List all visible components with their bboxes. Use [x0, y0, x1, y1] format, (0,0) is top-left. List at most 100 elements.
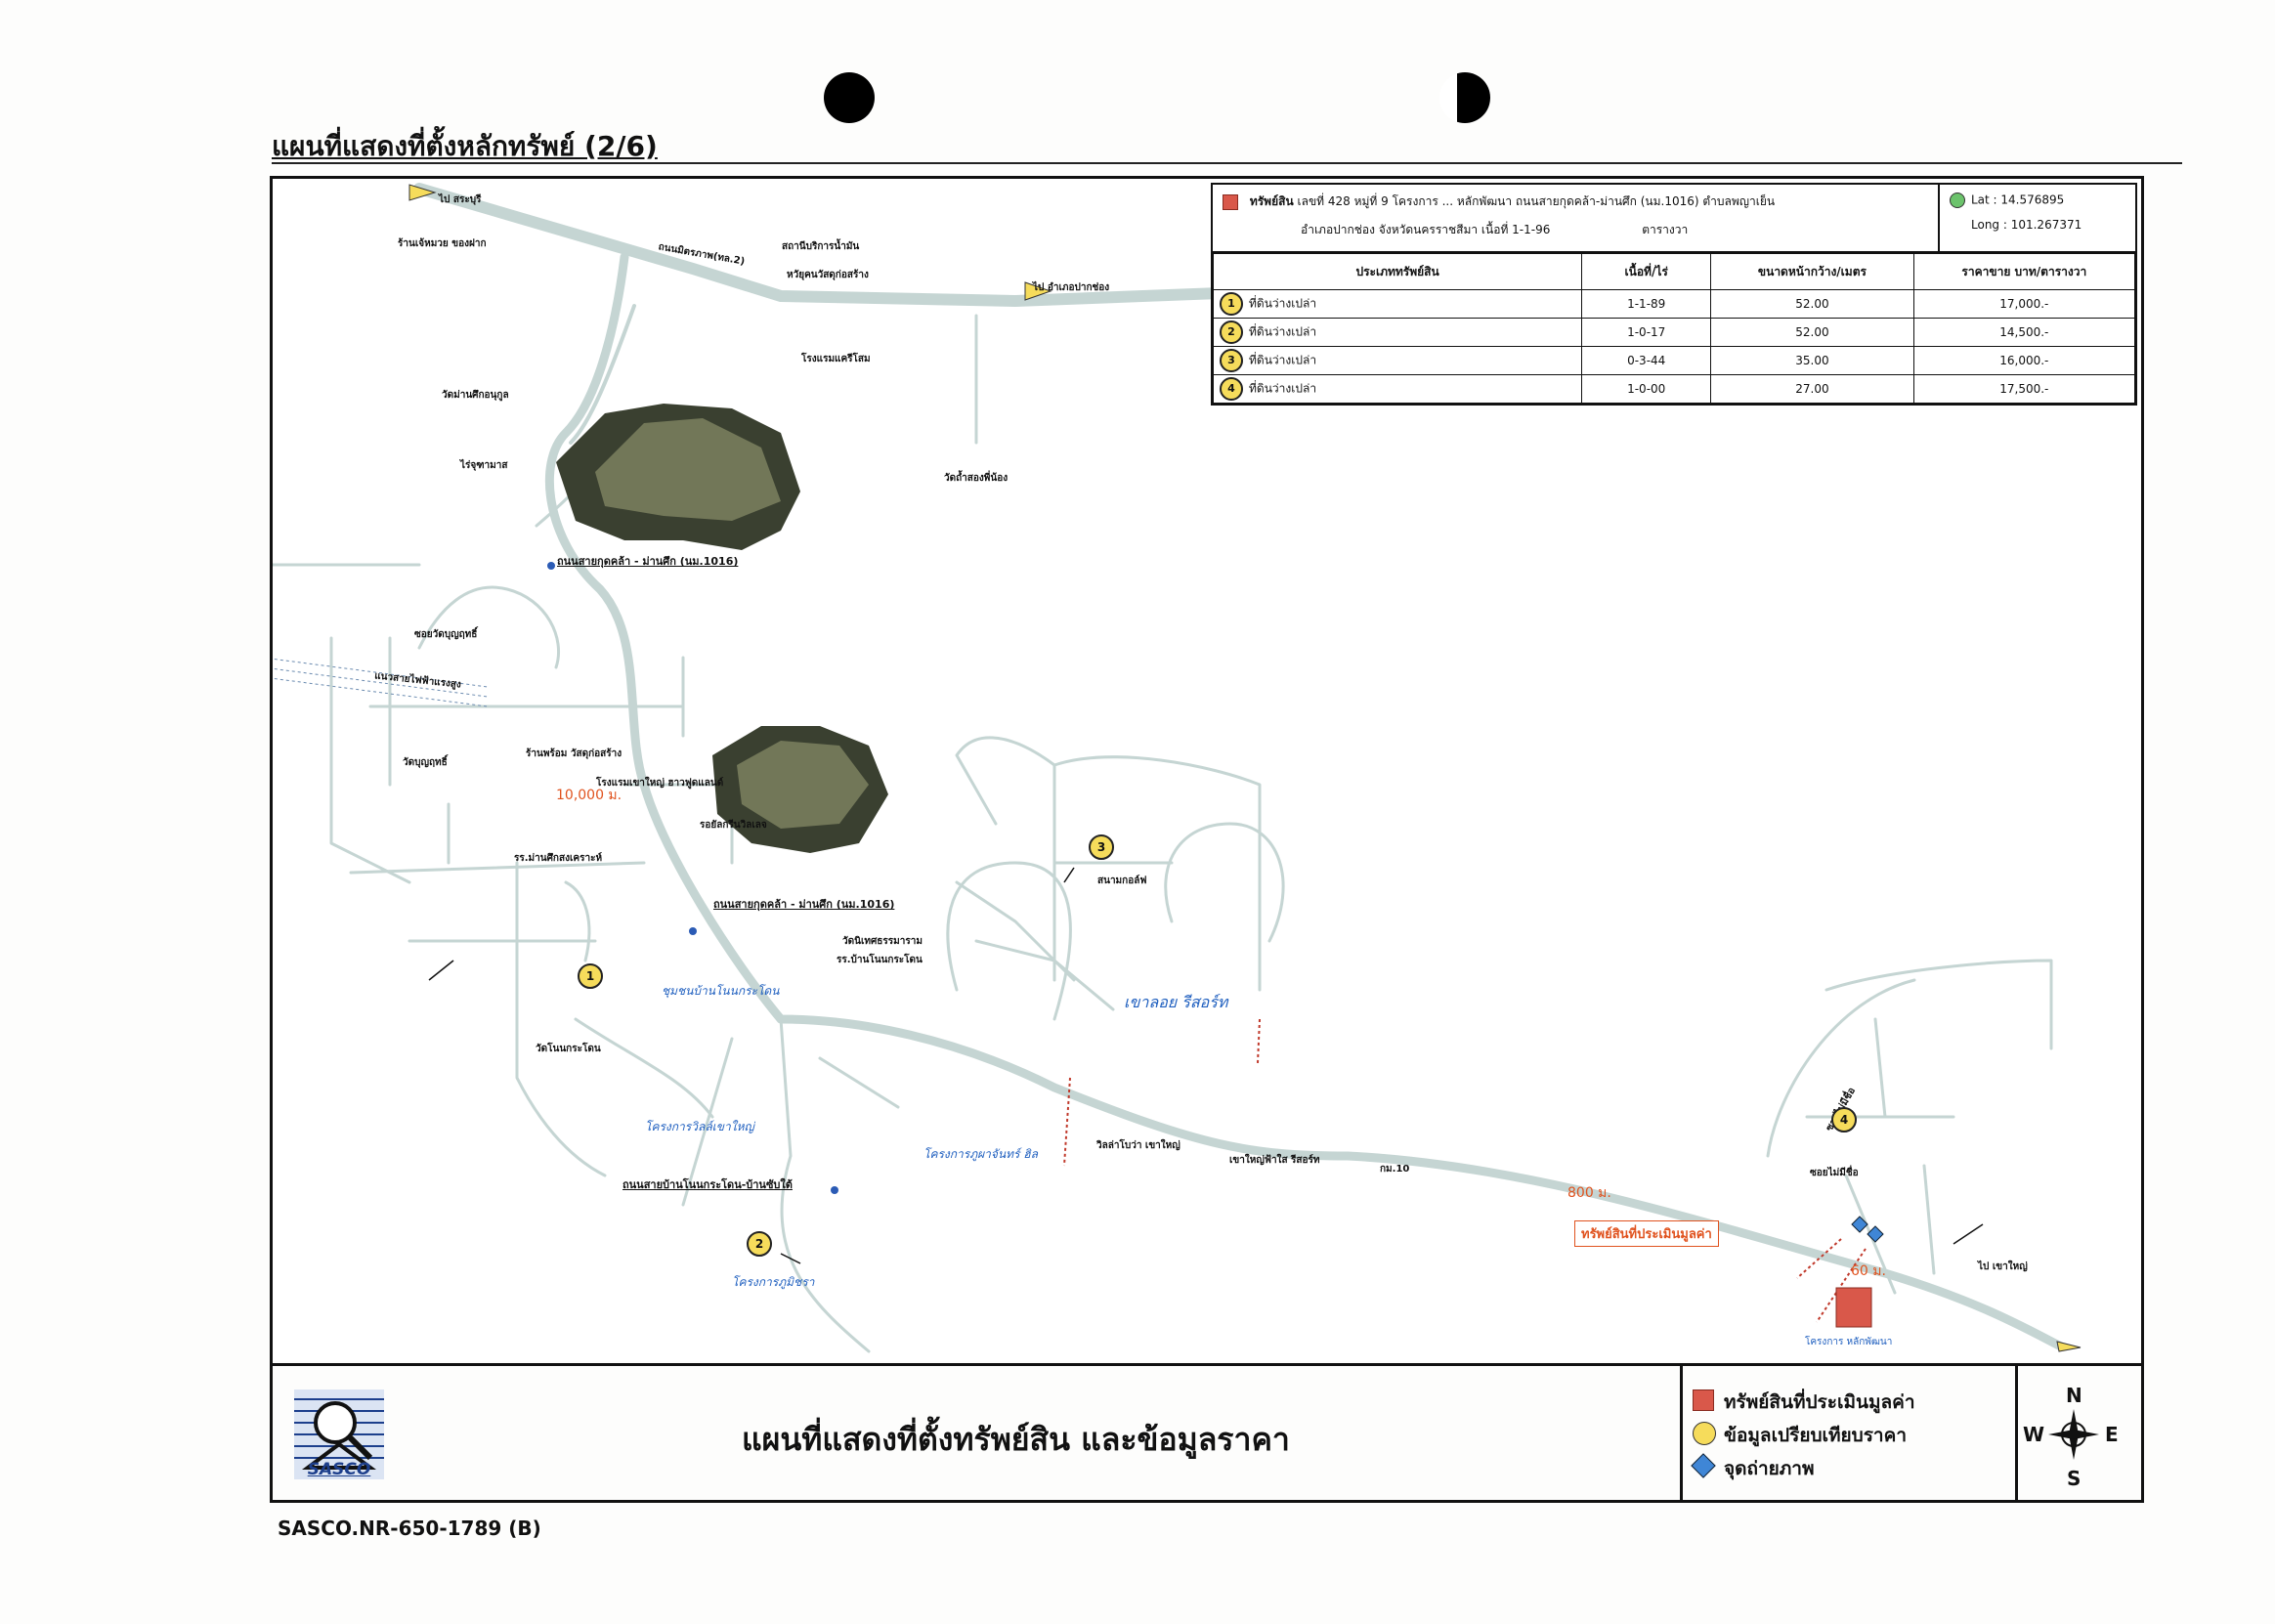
title-rule	[272, 162, 2182, 164]
asset-line2: อำเภอปากช่อง จังหวัดนครราชสีมา เนื้อที่ …	[1301, 223, 1551, 236]
map-label: ชุมชนบ้านโนนกระโดน	[662, 984, 780, 998]
map-label: ร้านพร้อม วัสดุก่อสร้าง	[526, 748, 622, 759]
row-width: 52.00	[1710, 289, 1914, 319]
comparable-marker[interactable]: 3	[1089, 834, 1114, 860]
sasco-logo-icon	[294, 1389, 384, 1479]
punch-hole	[1439, 72, 1490, 123]
table-row: 1 ที่ดินว่างเปล่า 1-1-89 52.00 17,000.-	[1212, 289, 2136, 319]
comparable-marker[interactable]: 4	[1831, 1107, 1857, 1133]
table-header: ราคาขาย บาท/ตารางวา	[1912, 253, 2136, 290]
table-row: 3 ที่ดินว่างเปล่า 0-3-44 35.00 16,000.-	[1212, 346, 2136, 375]
row-number: 4	[1220, 377, 1243, 401]
row-price: 16,000.-	[1912, 346, 2136, 375]
map-label: ไป เขาใหญ่	[1978, 1261, 2028, 1272]
row-area: 1-0-17	[1581, 318, 1712, 347]
row-type: ที่ดินว่างเปล่า	[1249, 353, 1317, 367]
main-road-1016	[545, 252, 2066, 1351]
legend-item: จุดถ่ายภาพ	[1691, 1453, 1815, 1483]
map-frame	[270, 176, 2144, 1503]
map-label: เขาลอย รีสอร์ท	[1124, 993, 1228, 1011]
row-area: 0-3-44	[1581, 346, 1712, 375]
distance-label: 10,000 ม.	[556, 788, 622, 803]
row-area: 1-1-89	[1581, 289, 1712, 319]
row-type: ที่ดินว่างเปล่า	[1249, 296, 1317, 311]
asset-label: ทรัพย์สิน	[1249, 194, 1294, 208]
comparable-price-table: ประเภททรัพย์สิน เนื้อที่/ไร่ ขนาดหน้ากว้…	[1212, 253, 2136, 404]
diamond-icon	[1691, 1453, 1716, 1478]
longitude: Long : 101.267371	[1971, 218, 2082, 232]
row-width: 35.00	[1710, 346, 1914, 375]
page-title: แผนที่แสดงที่ตั้งหลักทรัพย์ (2/6)	[272, 130, 658, 162]
row-type: ที่ดินว่างเปล่า	[1249, 381, 1317, 396]
table-header: ประเภททรัพย์สิน	[1212, 253, 1583, 290]
comparable-marker[interactable]: 1	[578, 963, 603, 989]
map-label: รร.บ้านโนนกระโดน	[837, 955, 923, 965]
legend-label: ทรัพย์สินที่ประเมินมูลค่า	[1724, 1391, 1915, 1413]
map-area: ไป สระบุรี ร้านเจ้หมวย ของฝาก สถานีบริกา…	[273, 179, 2141, 1361]
map-label: โครงการ หลักพัฒนา	[1805, 1337, 1893, 1347]
subject-callout: ทรัพย์สินที่ประเมินมูลค่า	[1574, 1220, 1719, 1247]
row-price: 14,500.-	[1912, 318, 2136, 347]
row-number: 3	[1220, 349, 1243, 372]
compass-rose-icon	[2048, 1409, 2099, 1460]
row-number: 1	[1220, 292, 1243, 316]
map-label: โรงแรมแครีโสม	[801, 354, 871, 364]
map-label: ซอยวัดบุญฤทธิ์	[414, 629, 478, 640]
map-label: วัดบุญฤทธิ์	[403, 757, 448, 768]
row-number: 2	[1220, 321, 1243, 344]
map-label: โรงแรมเขาใหญ่ ฮาวฟูดแลนด์	[596, 778, 724, 789]
asset-square-icon	[1223, 193, 1238, 210]
map-label: ไป สระบุรี	[439, 194, 482, 205]
compass-e: E	[2105, 1423, 2119, 1446]
square-icon	[1693, 1389, 1714, 1411]
subject-property-marker	[1835, 1287, 1872, 1328]
map-label: ไร่จุฑามาส	[460, 460, 508, 471]
compass: N S W E	[2015, 1366, 2138, 1500]
asset-line1: เลขที่ 428 หมู่ที่ 9 โครงการ ... หลักพัฒ…	[1297, 194, 1776, 208]
road-label: ถนนสายกุดคล้า - ม่านศึก (นม.1016)	[713, 898, 895, 911]
table-row: 4 ที่ดินว่างเปล่า 1-0-00 27.00 17,500.-	[1212, 374, 2136, 404]
map-label: ซอยไม่มีชื่อ	[1810, 1168, 1859, 1178]
distance-label: 60 ม.	[1851, 1263, 1886, 1279]
map-label: โครงการภูผาจันทร์ ฮิล	[923, 1147, 1038, 1161]
punch-hole	[824, 72, 875, 123]
road-label: ถนนสายบ้านโนนกระโดน-บ้านซับใต้	[622, 1178, 793, 1191]
logo-text: SASCO	[307, 1460, 371, 1479]
map-label: สถานีบริการน้ำมัน	[782, 241, 860, 252]
highway-road	[413, 183, 1275, 307]
map-label: วัดนิเทศธรรมาราม	[842, 936, 923, 947]
row-area: 1-0-00	[1581, 374, 1712, 404]
legend-label: จุดถ่ายภาพ	[1724, 1458, 1815, 1479]
row-width: 27.00	[1710, 374, 1914, 404]
asset-info-box: ทรัพย์สิน เลขที่ 428 หมู่ที่ 9 โครงการ .…	[1211, 183, 2137, 406]
map-label: วัดถ้ำสองพี่น้อง	[944, 473, 1009, 484]
legend-item: ข้อมูลเปรียบเทียบราคา	[1693, 1421, 1907, 1450]
comparable-marker[interactable]: 2	[747, 1231, 772, 1257]
asset-unit: ตารางวา	[1642, 223, 1689, 236]
asset-description: ทรัพย์สิน เลขที่ 428 หมู่ที่ 9 โครงการ .…	[1213, 185, 1938, 251]
map-label: รร.ม่านศึกสงเคราะห์	[514, 853, 603, 864]
row-price: 17,500.-	[1912, 374, 2136, 404]
map-label: รอยัลกรีนวิลเลจ	[700, 820, 767, 831]
main-title: แผนที่แสดงที่ตั้งทรัพย์สิน และข้อมูลราคา	[742, 1421, 1290, 1458]
title-block: SASCO แผนที่แสดงที่ตั้งทรัพย์สิน และข้อม…	[273, 1363, 2141, 1503]
table-header: เนื้อที่/ไร่	[1581, 253, 1712, 290]
map-label: ไป อำเภอปากช่อง	[1033, 282, 1110, 293]
circle-icon	[1693, 1422, 1716, 1445]
road-network	[273, 183, 2082, 1353]
map-label: วิลล่าโบว่า เขาใหญ่	[1096, 1140, 1180, 1151]
map-label: เขาใหญ่ฟ้าใส รีสอร์ท	[1229, 1155, 1320, 1166]
legend: ทรัพย์สินที่ประเมินมูลค่า ข้อมูลเปรียบเท…	[1680, 1366, 2018, 1500]
location-dot-icon	[1950, 192, 1965, 208]
map-label: หวัยุคนวัสดุก่อสร้าง	[787, 270, 869, 280]
row-width: 52.00	[1710, 318, 1914, 347]
map-label: โครงการวิลล์เขาใหญ่	[645, 1120, 754, 1133]
compass-s: S	[2067, 1467, 2082, 1490]
row-type: ที่ดินว่างเปล่า	[1249, 324, 1317, 339]
map-label: วัดโนนกระโดน	[536, 1044, 601, 1054]
map-label: ร้านเจ้หมวย ของฝาก	[398, 238, 487, 249]
row-price: 17,000.-	[1912, 289, 2136, 319]
legend-label: ข้อมูลเปรียบเทียบราคา	[1724, 1425, 1907, 1446]
map-label: สนามกอล์ฟ	[1097, 876, 1147, 886]
road-label: ถนนสายกุดคล้า - ม่านศึก (นม.1016)	[557, 555, 739, 568]
